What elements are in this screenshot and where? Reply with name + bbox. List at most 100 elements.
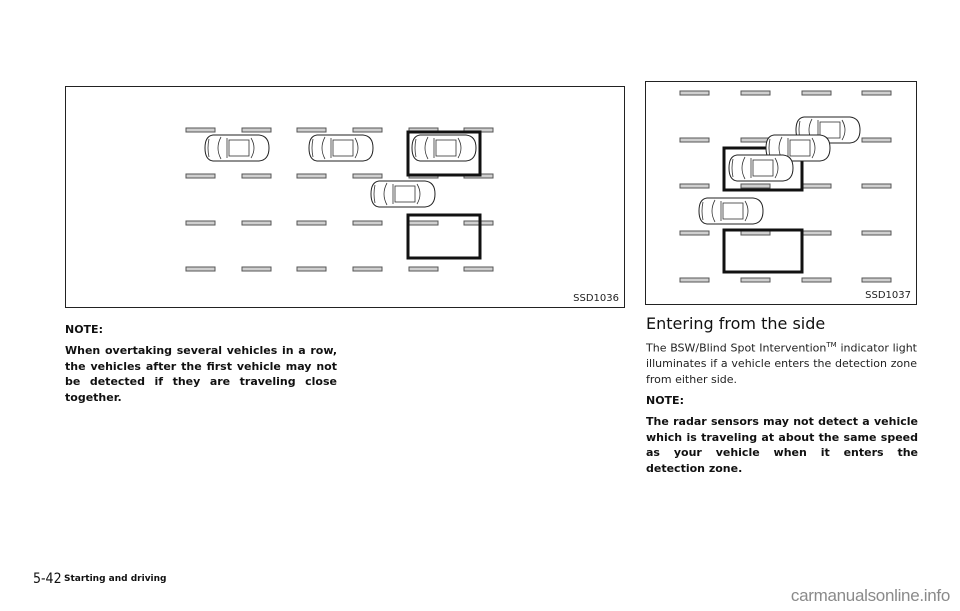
windshield xyxy=(321,136,326,160)
roof xyxy=(819,121,841,139)
hood xyxy=(207,138,210,158)
windshield xyxy=(424,136,429,160)
overtaking-diagram xyxy=(185,127,494,272)
rear-window xyxy=(250,137,255,159)
lane-marking xyxy=(352,220,383,226)
figure-label: SSD1036 xyxy=(573,293,619,304)
hood xyxy=(701,201,704,221)
car-body xyxy=(308,134,374,162)
section-paragraph: The BSW/Blind Spot InterventionTM indica… xyxy=(646,338,917,387)
lane-marking xyxy=(801,277,832,283)
lane-marking xyxy=(185,173,216,179)
lane-marking xyxy=(740,277,771,283)
roof xyxy=(789,139,811,157)
note-heading: NOTE: xyxy=(646,394,684,407)
rear-window xyxy=(774,157,779,179)
windshield xyxy=(383,182,388,206)
lane-marking xyxy=(463,266,494,272)
lane-marking xyxy=(801,230,832,236)
figure-entering-side: SSD1037 xyxy=(645,81,917,305)
hood xyxy=(311,138,314,158)
lane-marking xyxy=(740,183,771,189)
lane-marking xyxy=(861,137,892,143)
rear-window xyxy=(811,137,816,159)
paragraph-text-cont: indicator light illuminates if a vehicle… xyxy=(646,341,917,386)
section-title: Entering from the side xyxy=(646,314,826,333)
windshield xyxy=(217,136,222,160)
car-icon xyxy=(308,134,374,162)
lane-marking xyxy=(185,266,216,272)
detection-zone xyxy=(406,213,482,260)
lane-marking xyxy=(241,127,272,133)
paragraph-text: The BSW/Blind Spot Intervention xyxy=(646,341,827,355)
lane-marking xyxy=(801,183,832,189)
lane-marking xyxy=(740,137,771,143)
roof xyxy=(752,159,774,177)
figure-overtaking: SSD1036 xyxy=(65,86,625,308)
note-text: The radar sensors may not detect a vehic… xyxy=(646,415,918,475)
rear-window xyxy=(744,200,749,222)
lane-marking xyxy=(296,220,327,226)
detection-zone xyxy=(406,130,482,177)
lane-marking xyxy=(241,173,272,179)
lane-marking xyxy=(679,137,710,143)
roof xyxy=(332,139,354,157)
rear-window xyxy=(841,119,846,141)
rear-window xyxy=(354,137,359,159)
rear-window xyxy=(416,183,421,205)
lane-marking xyxy=(352,127,383,133)
note-heading: NOTE: xyxy=(65,323,103,336)
lane-marking xyxy=(740,230,771,236)
lane-marking xyxy=(352,266,383,272)
lane-marking xyxy=(679,277,710,283)
roof xyxy=(435,139,457,157)
lane-marking xyxy=(740,90,771,96)
car-icon xyxy=(370,180,436,208)
car-body xyxy=(728,154,794,182)
lane-marking xyxy=(408,266,439,272)
lane-marking xyxy=(861,90,892,96)
note-text: When overtaking several vehicles in a ro… xyxy=(65,344,337,404)
roof xyxy=(394,185,416,203)
lane-marking xyxy=(679,183,710,189)
lane-marking xyxy=(296,266,327,272)
figure-label: SSD1037 xyxy=(865,290,911,301)
lane-marking xyxy=(241,220,272,226)
detection-zone xyxy=(722,146,804,192)
lane-marking xyxy=(679,90,710,96)
lane-marking xyxy=(352,173,383,179)
car-body xyxy=(204,134,270,162)
trademark-mark: TM xyxy=(826,341,837,349)
car-body xyxy=(370,180,436,208)
windshield xyxy=(711,199,716,223)
lane-marking xyxy=(241,266,272,272)
footer-section-name: Starting and driving xyxy=(64,574,167,584)
lane-marking xyxy=(861,183,892,189)
lane-marking xyxy=(296,173,327,179)
rear-window xyxy=(457,137,462,159)
hood xyxy=(414,138,417,158)
lane-marking xyxy=(861,230,892,236)
watermark[interactable]: carmanualsonline.info xyxy=(790,586,950,605)
roof xyxy=(228,139,250,157)
lane-marking xyxy=(861,277,892,283)
car-icon xyxy=(411,134,477,162)
car-icon xyxy=(204,134,270,162)
lane-marking xyxy=(801,90,832,96)
detection-zone xyxy=(722,228,804,274)
car-body xyxy=(411,134,477,162)
roof xyxy=(722,202,744,220)
car-body xyxy=(698,197,764,225)
lane-marking xyxy=(185,127,216,133)
lane-marking xyxy=(408,220,439,226)
lane-marking xyxy=(185,220,216,226)
hood xyxy=(373,184,376,204)
hood xyxy=(731,158,734,178)
entering-side-diagram xyxy=(679,90,892,283)
lane-marking xyxy=(679,230,710,236)
car-icon xyxy=(728,154,794,182)
lane-marking xyxy=(296,127,327,133)
page-number: 5-42 xyxy=(33,571,62,587)
car-icon xyxy=(698,197,764,225)
windshield xyxy=(741,156,746,180)
